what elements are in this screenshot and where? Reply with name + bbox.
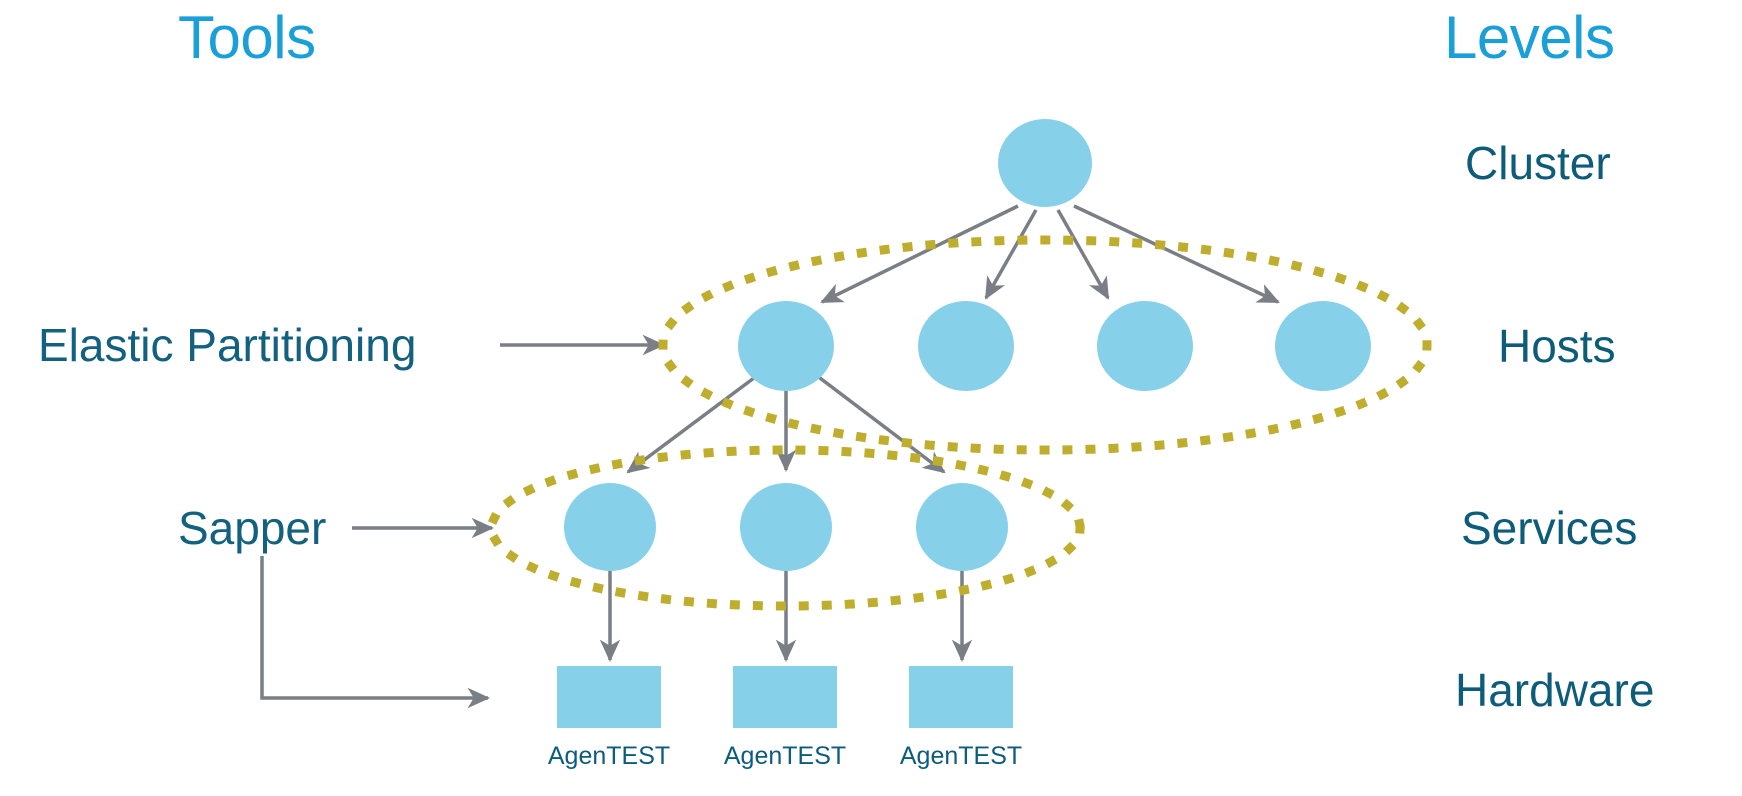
tools-column-title: Tools [178,4,316,71]
tool-label-elastic-partitioning[interactable]: Elastic Partitioning [38,319,417,371]
hardware-nodes [557,666,1013,728]
edge-host-to-service-1 [626,370,764,474]
level-label-hardware: Hardware [1455,664,1655,716]
node-host-2[interactable] [918,301,1014,391]
levels-column-title: Levels [1444,4,1615,71]
node-hardware-1[interactable] [557,666,661,728]
edge-cluster-to-host-1 [820,204,1019,304]
hardware-caption-1: AgenTEST [547,742,671,770]
node-host-3[interactable] [1097,301,1193,391]
node-hardware-3[interactable] [909,666,1013,728]
node-host-4[interactable] [1275,301,1371,391]
node-service-2[interactable] [740,483,832,571]
services-group-outline [487,445,1085,611]
level-label-cluster: Cluster [1465,137,1611,189]
node-hardware-2[interactable] [733,666,837,728]
hardware-caption-3: AgenTEST [899,742,1023,770]
edge-cluster-to-host-3 [1056,209,1110,300]
services-nodes [564,483,1008,571]
tool-label-sapper[interactable]: Sapper [178,502,327,554]
edge-cluster-to-host-4 [1073,204,1280,304]
tool-callout-edges [260,334,666,709]
cluster-to-hosts-edges [820,204,1280,304]
node-cluster-1[interactable] [998,119,1092,207]
node-host-1[interactable] [738,301,834,391]
level-label-hosts: Hosts [1498,320,1616,372]
cluster-nodes [998,119,1092,207]
service-to-hardware-edges [599,556,973,663]
edge-sapper-to-hardware [260,556,491,709]
level-label-services: Services [1461,502,1638,554]
node-service-1[interactable] [564,483,656,571]
node-service-3[interactable] [916,483,1008,571]
edge-cluster-to-host-2 [984,209,1038,300]
hardware-caption-2: AgenTEST [723,742,847,770]
hosts-group-outline [658,235,1432,455]
edge-host-to-service-3 [810,370,946,474]
hosts-nodes [738,301,1371,391]
